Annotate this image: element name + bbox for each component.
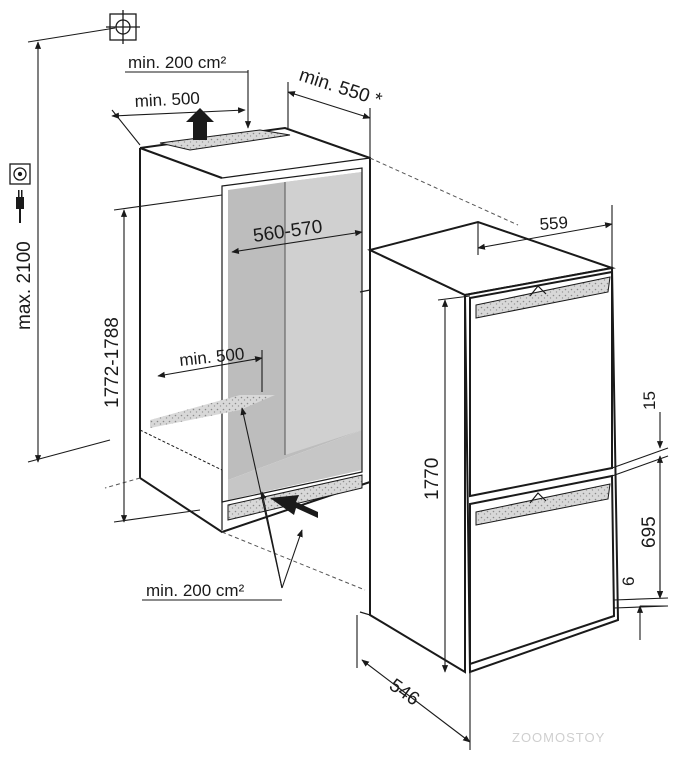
appliance-width-label: 559 (539, 213, 569, 234)
niche-right-wall (285, 172, 362, 455)
dimension-lines (27, 27, 669, 750)
niche-top-depth-label: min. 500 (134, 89, 200, 111)
door-height-label: 695 (639, 516, 660, 548)
lower-handle (475, 483, 611, 526)
gap-top-label: 15 (640, 391, 659, 410)
plug-icon (16, 190, 24, 223)
appliance (359, 220, 620, 674)
upper-handle (475, 276, 611, 319)
niche-depth-label: min. 550 * (296, 65, 384, 112)
watermark: ZOOMOSTOY (512, 730, 605, 745)
niche-height-label: 1772-1788 (102, 317, 123, 408)
front-vent-arrow (270, 495, 318, 518)
niche-floor (228, 430, 362, 500)
niche-opening (221, 167, 363, 503)
vent-top-area-label: min. 200 cm² (128, 53, 227, 72)
floor-vent-area (150, 395, 275, 428)
lower-door (469, 474, 616, 666)
max-height-label: max. 2100 (14, 241, 35, 330)
socket-icon (9, 163, 31, 185)
appliance-height-label: 1770 (422, 458, 443, 500)
ground-symbol-icon (106, 10, 140, 44)
appliance-side (369, 248, 466, 674)
vent-bottom-area-label: min. 200 cm² (146, 581, 245, 600)
appliance-depth-label: 546 (385, 675, 423, 710)
top-vent-strip (159, 129, 291, 151)
gap-bottom-label: 6 (619, 577, 638, 586)
